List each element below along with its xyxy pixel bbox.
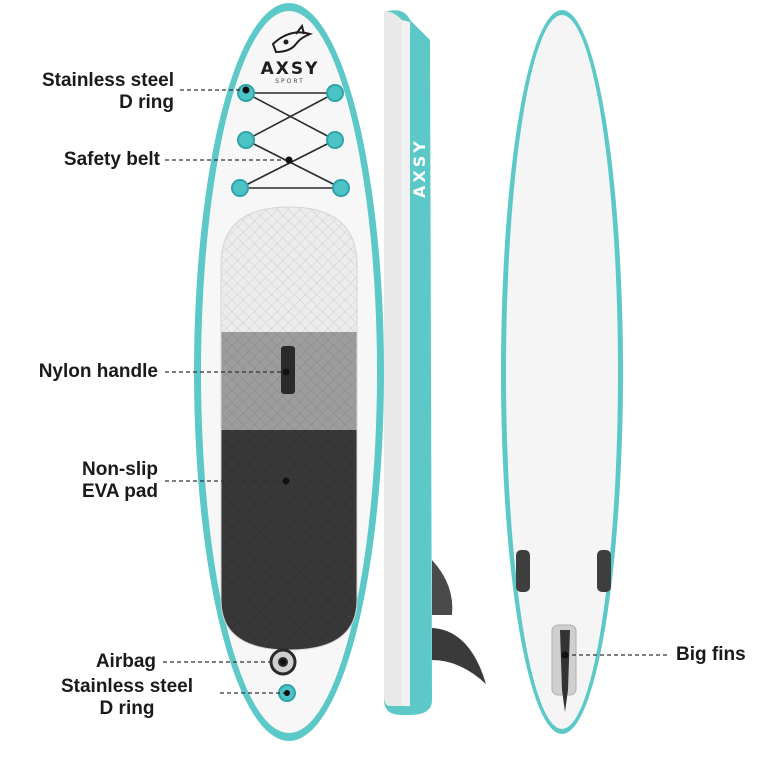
fin-box-left [516, 550, 530, 592]
brand-name: AXSY [260, 59, 320, 79]
safety-belt-cord [239, 92, 342, 189]
d-ring [332, 179, 350, 197]
d-ring [326, 131, 344, 149]
brand-subtitle: SPORT [275, 78, 305, 85]
d-ring [326, 84, 344, 102]
side-brand-text: AXSY [410, 138, 429, 198]
label-d-ring-bottom: Stainless steel D ring [60, 676, 194, 719]
leader-dots [242, 86, 569, 696]
d-ring [231, 179, 249, 197]
label-airbag: Airbag [95, 651, 156, 672]
big-fin [560, 630, 570, 712]
d-ring-group [231, 84, 350, 197]
label-non-slip-pad: Non-slip EVA pad [81, 459, 158, 502]
label-nylon-handle: Nylon handle [38, 361, 158, 382]
label-safety-belt: Safety belt [63, 149, 160, 170]
label-big-fins: Big fins [676, 644, 746, 665]
leader-lines [163, 89, 668, 694]
side-fin-big [432, 628, 486, 684]
d-ring [237, 131, 255, 149]
board-side-view [384, 10, 486, 715]
board-bottom-view [501, 10, 623, 734]
brand-logo: AXSY SPORT [258, 60, 322, 86]
shark-fish-icon [271, 23, 314, 54]
eva-pad [221, 207, 357, 650]
board-top-view [194, 3, 384, 741]
fin-box-right [597, 550, 611, 592]
side-fin-small [432, 560, 453, 615]
label-d-ring-top: Stainless steel D ring [41, 70, 174, 113]
